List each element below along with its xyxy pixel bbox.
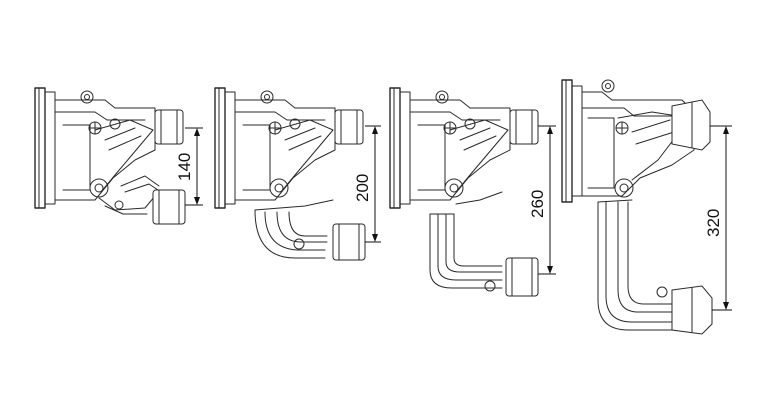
gearbox-housing [54, 99, 156, 201]
dimension-label: 320 [704, 209, 723, 237]
dimension-320: 320 [704, 125, 732, 311]
dimension-label: 140 [175, 153, 194, 181]
drill-head-unit-1: 140 [34, 87, 203, 225]
arm [254, 199, 334, 259]
coupling-symbol [88, 121, 102, 135]
pivot-joint [269, 118, 301, 198]
gearbox-housing [409, 99, 511, 201]
bottom-motor [505, 257, 539, 297]
bottom-motor [114, 189, 186, 225]
base-plate [561, 79, 583, 203]
lifting-eye [80, 90, 94, 104]
top-motor [154, 109, 184, 145]
pivot-joint [89, 118, 121, 198]
coupling-symbol [268, 121, 282, 135]
drill-head-unit-3: 260 [389, 87, 556, 297]
lifting-eye [435, 90, 449, 104]
lifting-eye [260, 90, 274, 104]
base-plate [214, 87, 236, 209]
coupling-symbol [443, 121, 457, 135]
dimension-label: 260 [528, 190, 547, 218]
dimension-200: 200 [353, 125, 381, 243]
gearbox-housing [234, 99, 336, 201]
arm [597, 199, 681, 331]
top-motor [671, 99, 711, 151]
drill-head-unit-4: 320 [561, 79, 732, 335]
pivot-joint [444, 118, 476, 198]
bottom-motor [332, 223, 366, 261]
bottom-motor [671, 285, 713, 335]
coupling-symbol [615, 121, 629, 135]
lifting-eye [601, 79, 615, 93]
top-motor [509, 109, 539, 145]
dimension-260: 260 [528, 125, 556, 275]
pivot-joint [614, 178, 634, 198]
drill-head-unit-2: 200 [214, 87, 381, 261]
top-motor [334, 109, 364, 145]
dimension-label: 200 [353, 174, 372, 202]
base-plate [34, 87, 56, 209]
dimension-140: 140 [175, 127, 203, 206]
base-plate [389, 87, 411, 209]
arm [429, 191, 503, 292]
